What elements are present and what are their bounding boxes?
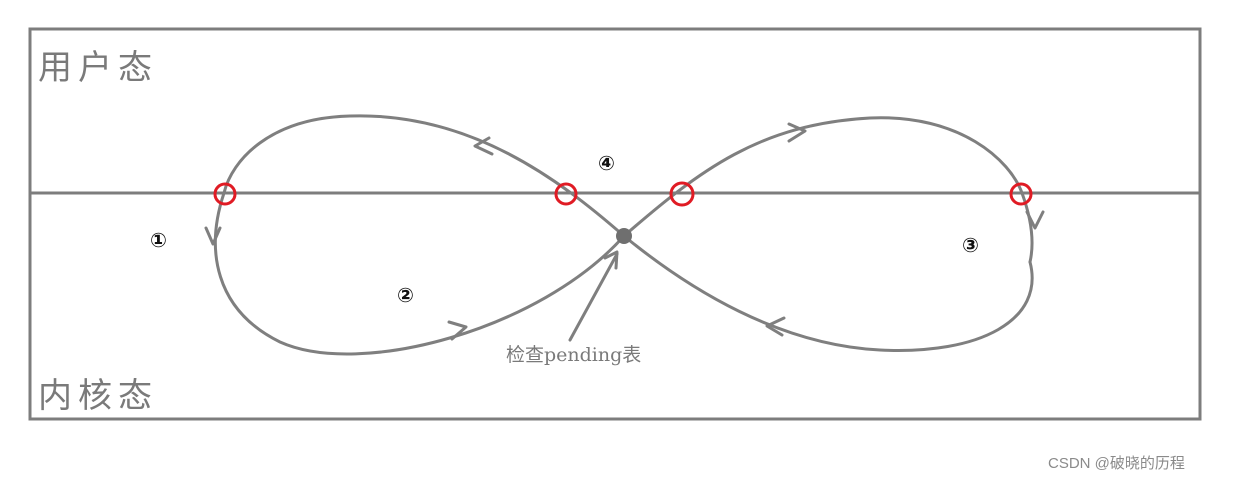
pending-check-point [616, 228, 632, 244]
curve-left-lower [213, 191, 626, 356]
step-1-label: ① [150, 228, 167, 252]
step-4-label: ④ [598, 151, 615, 175]
kernel-mode-label: 内核态 [38, 376, 158, 416]
transition-marker-2 [554, 182, 578, 206]
transition-marker-1 [213, 182, 237, 206]
arrow-down-right [1025, 210, 1045, 230]
arrow-up-left [473, 136, 494, 156]
arrow-down-left [204, 226, 222, 246]
step-3-label: ③ [962, 233, 979, 257]
step-2-label: ② [397, 283, 414, 307]
curve-right-lower [622, 234, 1034, 352]
transition-marker-4 [1009, 182, 1033, 206]
outer-frame [28, 27, 1202, 421]
annotation-pointer-head [603, 250, 619, 270]
user-mode-label: 用户态 [38, 48, 158, 88]
arrow-left-bottom-right [765, 316, 786, 337]
annotation-pointer-line [568, 252, 619, 342]
arrow-right-bottom-left [447, 320, 468, 341]
curve-left-upper [222, 114, 626, 238]
pending-table-annotation: 检查pending表 [506, 344, 642, 366]
transition-marker-3 [669, 181, 695, 207]
csdn-watermark: CSDN @破晓的历程 [1048, 455, 1185, 472]
arrow-right-top [787, 122, 807, 143]
